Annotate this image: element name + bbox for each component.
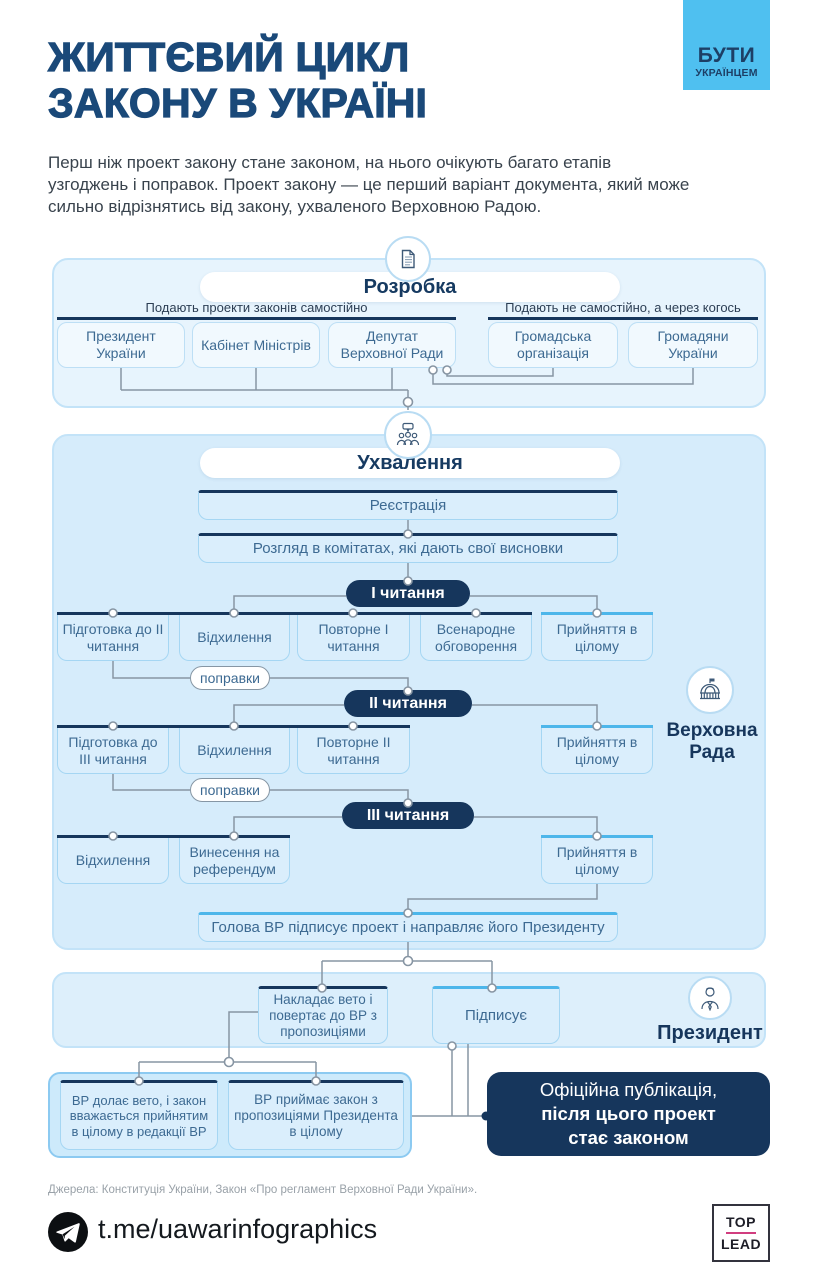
flow-node-accept-with-propositions: ВР приймає закон з пропозиціями Президен… [228, 1080, 404, 1150]
flow-node-repeat-reading2: Повторне ІІ читання [297, 728, 410, 774]
actor-rada-line2: Рада [689, 741, 735, 763]
brand-badge: БУТИ УКРАЇНЦЕМ [683, 0, 770, 90]
parliament-dome-icon [686, 666, 734, 714]
stage-title: Розробка [363, 275, 457, 298]
flow-node-accept-1: Прийняття в цілому [541, 615, 653, 661]
flow-node-repeat-reading1: Повторне І читання [297, 615, 410, 661]
publication-line2: після цього проект [541, 1102, 716, 1124]
toplead-bottom: LEAD [720, 1236, 762, 1252]
telegram-icon-glyph [48, 1212, 88, 1252]
toplead-top: TOP [725, 1214, 757, 1230]
flow-node-committees: Розгляд в комітатах, які дають свої висн… [198, 533, 618, 563]
flow-node-reject-2: Відхилення [179, 728, 290, 774]
flow-node-official-publication: Офіційна публікація, після цього проект … [487, 1072, 770, 1156]
flow-node-reject-3: Відхилення [57, 838, 169, 884]
telegram-handle[interactable]: t.me/uawarinfographics [98, 1214, 378, 1244]
actor-label-president: Президент [657, 1022, 763, 1044]
flow-node-president-initiator: Президент України [57, 322, 185, 368]
president-icon-glyph [701, 987, 719, 1011]
intro-text: Перш ніж проект закону стане законом, на… [48, 153, 690, 217]
group-label-self: Подають проекти законів самостійно [145, 300, 368, 315]
flow-node-veto: Накладає вето і повертає до ВР з пропози… [258, 986, 388, 1044]
toplead-logo: TOP LEAD [712, 1204, 770, 1262]
flow-node-accept-3: Прийняття в цілому [541, 838, 653, 884]
flow-node-prepare-reading3: Підготовка до ІІІ читання [57, 728, 169, 774]
flow-node-registration: Реєстрація [198, 490, 618, 520]
flow-node-referendum: Винесення на референдум [179, 838, 290, 884]
document-icon [385, 236, 431, 282]
badge-line2: УКРАЇНЦЕМ [695, 66, 758, 79]
row3-line [57, 835, 290, 838]
flow-node-public-discussion: Всенародне обговорення [420, 615, 532, 661]
reading-2-pill: ІІ читання [344, 690, 472, 717]
sources-text: Джерела: Конституція України, Закон «Про… [48, 1184, 478, 1196]
flow-node-speaker-signs: Голова ВР підписує проект і направляє йо… [198, 912, 618, 942]
flow-node-ngo: Громадська організація [488, 322, 618, 368]
group-line-via [488, 317, 758, 320]
page-title: ЖИТТЄВИЙ ЦИКЛ ЗАКОНУ В УКРАЇНІ [47, 33, 668, 127]
actor-rada-line1: Верховна [666, 720, 758, 741]
amendments-pill-1: поправки [190, 666, 270, 690]
flow-node-deputy: Депутат Верховної Ради [328, 322, 456, 368]
flow-node-reject-1: Відхилення [179, 615, 290, 661]
dome-icon-glyph [700, 678, 720, 700]
row1-line [57, 612, 532, 615]
document-icon-glyph [401, 249, 415, 269]
stage-banner-adoption: Ухвалення [200, 448, 620, 478]
badge-line1: БУТИ [697, 43, 756, 67]
amendments-pill-2: поправки [190, 778, 270, 802]
parliament-session-icon [384, 411, 432, 459]
stage-title: Ухвалення [357, 451, 463, 474]
president-icon [688, 976, 732, 1020]
actor-label-rada: Верховна Рада [648, 720, 776, 764]
flow-node-accept-2: Прийняття в цілому [541, 728, 653, 774]
group-label-via: Подають не самостійно, а через когось [505, 300, 741, 315]
people-icon-glyph [396, 422, 420, 446]
flow-node-cabinet: Кабінет Міністрів [192, 322, 320, 368]
flow-node-signs: Підписує [432, 986, 560, 1044]
telegram-icon[interactable] [48, 1212, 88, 1252]
toplead-divider [726, 1232, 756, 1234]
title-line1: ЖИТТЄВИЙ ЦИКЛ [47, 33, 410, 80]
reading-1-pill: І читання [346, 580, 470, 607]
flow-node-prepare-reading2: Підготовка до ІІ читання [57, 615, 169, 661]
reading-3-pill: ІІІ читання [342, 802, 474, 829]
flow-node-citizens: Громадяни України [628, 322, 758, 368]
stage-banner-development: Розробка [200, 272, 620, 302]
group-line-self [57, 317, 456, 320]
publication-line1: Офіційна публікація, [539, 1078, 718, 1100]
title-line2: ЗАКОНУ В УКРАЇНІ [47, 80, 428, 127]
flow-node-veto-override: ВР долає вето, і закон вважається прийня… [60, 1080, 218, 1150]
publication-line3: стає законом [568, 1127, 689, 1149]
